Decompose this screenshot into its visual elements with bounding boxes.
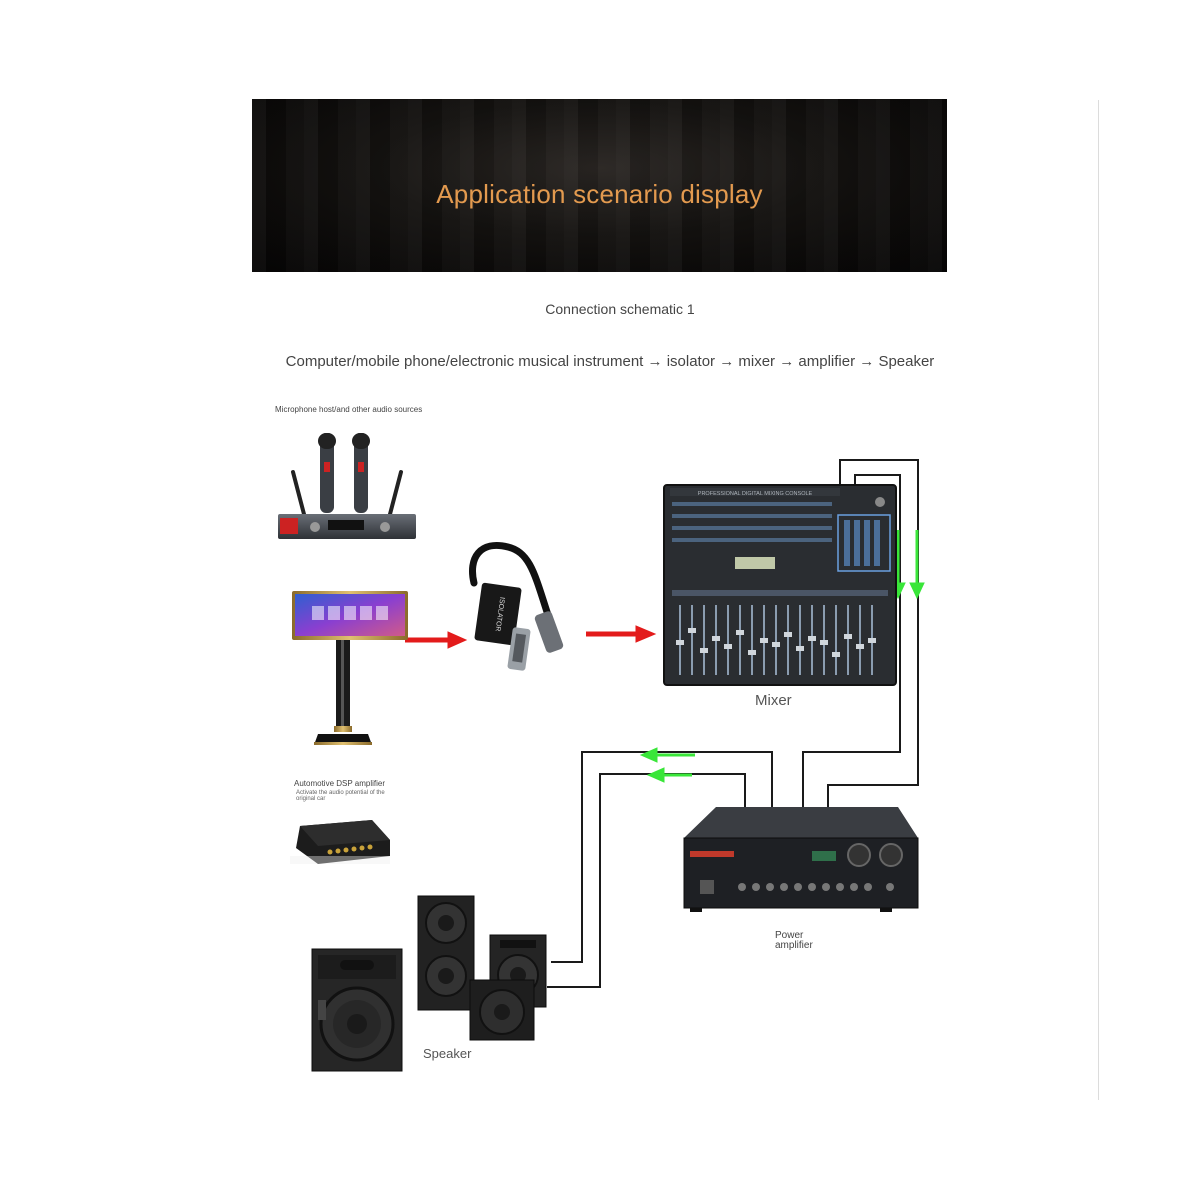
cable-wires <box>547 459 919 988</box>
chain-arrow-icon: → <box>719 353 735 370</box>
mixer-label: Mixer <box>755 692 792 709</box>
chain-arrow-icon: → <box>859 353 875 370</box>
karaoke-touchscreen-kiosk <box>292 591 408 745</box>
mixer-panel-label: PROFESSIONAL DIGITAL MIXING CONSOLE <box>698 491 813 497</box>
speaker-cabinets <box>311 895 547 1072</box>
dsp-sub-label-1: Activate the audio potential of the <box>296 790 385 796</box>
mic-sources-label: Microphone host/and other audio sources <box>275 405 423 414</box>
chain-arrow-icon: → <box>647 353 663 370</box>
chain-step-source: Computer/mobile phone/electronic musical… <box>285 353 644 370</box>
chain-step-mixer: mixer <box>738 353 776 370</box>
chain-step-speaker: Speaker <box>878 353 935 370</box>
power-amplifier <box>683 807 919 912</box>
chain-arrow-icon: → <box>779 353 795 370</box>
speaker-label: Speaker <box>423 1046 472 1061</box>
power-amp-label-2: amplifier <box>775 940 813 951</box>
power-amp-label-1: Power <box>775 930 804 941</box>
signal-flow-arrows <box>405 625 657 649</box>
mixing-console: PROFESSIONAL DIGITAL MIXING CONSOLE <box>663 484 897 686</box>
page-divider-line <box>1098 100 1099 1100</box>
automotive-dsp-amplifier <box>290 820 390 864</box>
chain-step-amplifier: amplifier <box>798 353 856 370</box>
isolator-label: ISOLATOR <box>494 597 506 632</box>
speaker-tall <box>417 895 475 1011</box>
return-signal-arrows <box>639 530 925 783</box>
chain-step-isolator: isolator <box>666 353 716 370</box>
dsp-sub-label-2: original car <box>296 796 326 802</box>
speaker-large-front <box>311 948 403 1072</box>
header-banner: Application scenario display <box>252 99 947 272</box>
dsp-title-label: Automotive DSP amplifier <box>294 779 385 788</box>
banner-title: Application scenario display <box>436 179 763 209</box>
wireless-microphone-receiver <box>278 433 416 539</box>
signal-chain-text: Computer/mobile phone/electronic musical… <box>0 353 1200 370</box>
schematic-title: Connection schematic 1 <box>545 301 695 317</box>
speaker-small-bottom <box>469 979 535 1041</box>
audio-isolator: ISOLATOR <box>469 542 564 671</box>
